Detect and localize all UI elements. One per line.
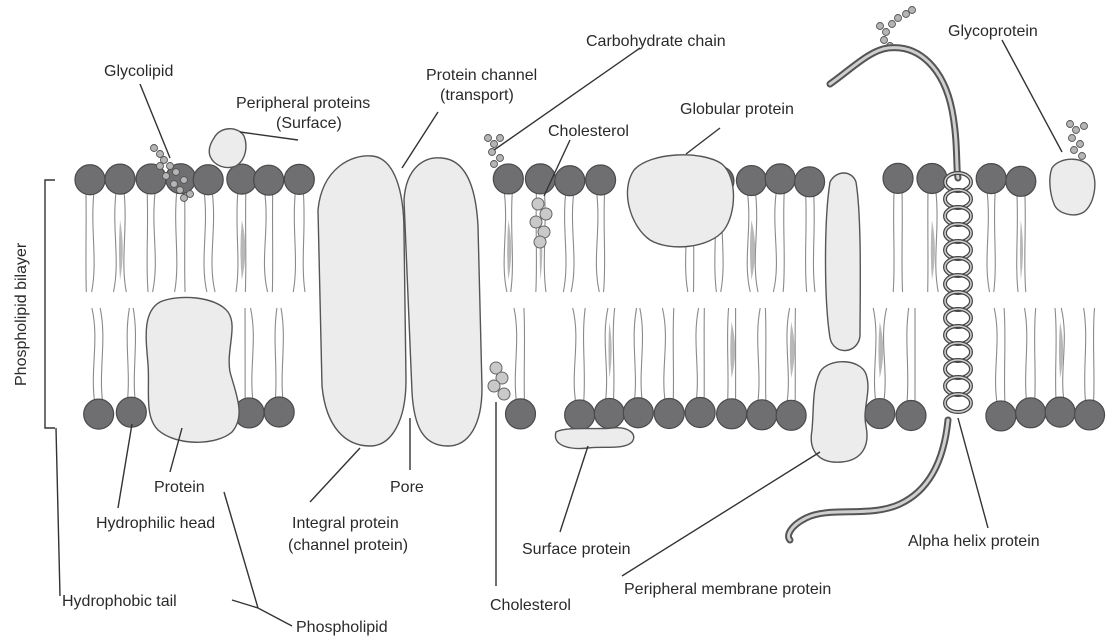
- label-hydrophilic-head: Hydrophilic head: [96, 515, 215, 532]
- bilayer-bracket: [45, 180, 55, 428]
- cholesterol-molecules: [488, 198, 552, 400]
- globular-protein-shape: [627, 155, 733, 247]
- label-peripheral-membrane-protein: Peripheral membrane protein: [624, 581, 831, 598]
- peripheral-surface-protein-shape: [209, 129, 246, 168]
- label-protein-channel-line2: (transport): [440, 87, 514, 104]
- alpha-helix-protein-shape: [789, 48, 971, 540]
- label-surface-protein: Surface protein: [522, 541, 631, 558]
- label-globular-protein: Globular protein: [680, 101, 794, 118]
- label-glycoprotein: Glycoprotein: [948, 23, 1038, 40]
- label-integral-protein-line1: Integral protein: [292, 515, 399, 532]
- label-glycolipid: Glycolipid: [104, 63, 173, 80]
- channel-protein-right-shape: [404, 158, 482, 446]
- protein-shape: [146, 297, 239, 442]
- label-peripheral-proteins-line1: Peripheral proteins: [236, 95, 370, 112]
- label-integral-protein-line2: (channel protein): [288, 537, 408, 554]
- label-alpha-helix-protein: Alpha helix protein: [908, 533, 1040, 550]
- peripheral-membrane-protein-upper-shape: [826, 173, 861, 351]
- label-protein-channel-line1: Protein channel: [426, 67, 537, 84]
- label-carbohydrate-chain: Carbohydrate chain: [586, 33, 726, 50]
- label-phospholipid-bilayer: Phospholipid bilayer: [13, 242, 30, 386]
- surface-protein-shape: [555, 428, 633, 449]
- label-pore: Pore: [390, 479, 424, 496]
- label-peripheral-proteins-line2: (Surface): [276, 115, 342, 132]
- label-phospholipid: Phospholipid: [296, 619, 388, 636]
- label-cholesterol-bottom: Cholesterol: [490, 597, 571, 614]
- hydrophilic-heads-outer: [75, 163, 1036, 196]
- label-cholesterol-top: Cholesterol: [548, 123, 629, 140]
- peripheral-membrane-protein-lower-shape: [811, 362, 868, 462]
- channel-protein-left-shape: [318, 156, 406, 446]
- label-hydrophobic-tail: Hydrophobic tail: [62, 593, 177, 610]
- label-protein: Protein: [154, 479, 205, 496]
- glycoprotein-shape: [1050, 159, 1095, 215]
